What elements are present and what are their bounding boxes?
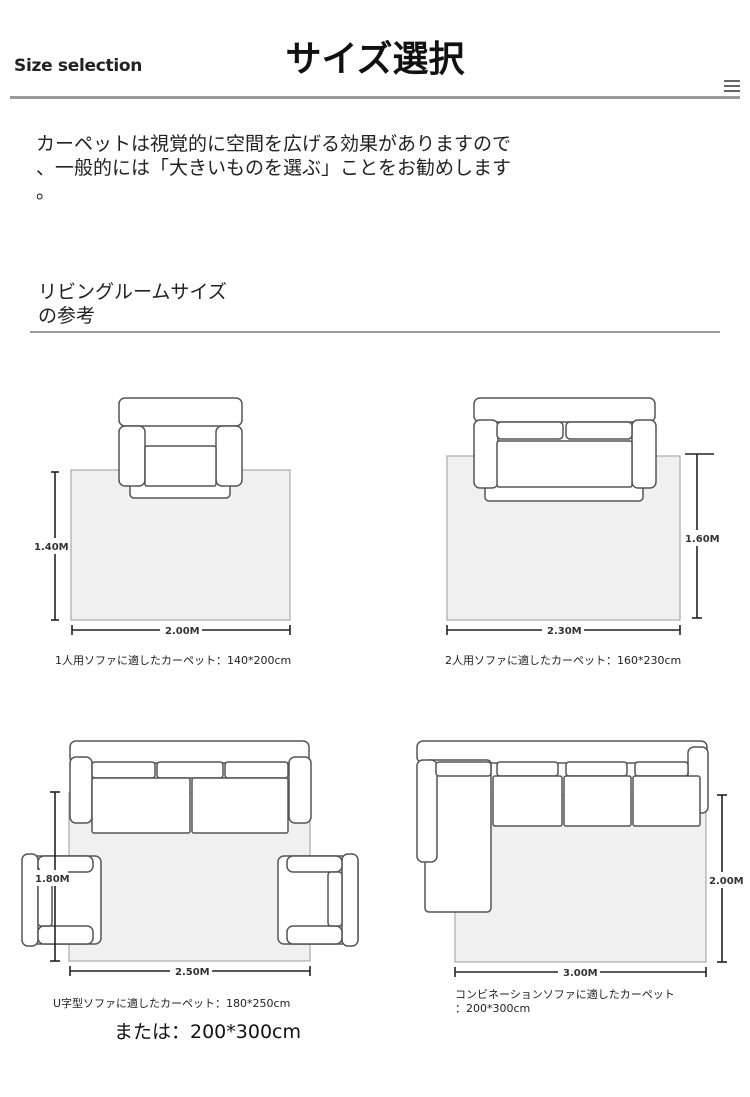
section-title-line: リビングルームサイズ	[38, 281, 227, 303]
u-sofa-icon	[69, 740, 312, 834]
diagram-u-shape-sofa: 1.80M 2.50M	[21, 740, 359, 979]
intro-line: 、一般的には「大きいものを選ぶ」ことをお勧めします	[36, 157, 512, 179]
caption-single-sofa: 1人用ソファに適したカーペット：140*200cm	[55, 654, 292, 667]
alternative-size-text: または：200*300cm	[114, 1021, 301, 1043]
height-label: 1.40M	[34, 542, 69, 553]
intro-text: カーペットは視覚的に空間を広げる効果がありますので 、一般的には「大きいものを選…	[36, 132, 576, 204]
diagram-two-seat-sofa: 1.60M 2.30M	[446, 397, 722, 638]
diagram-single-sofa: 1.40M 2.00M	[30, 397, 291, 638]
single-sofa-icon	[118, 397, 243, 499]
right-armchair-icon	[277, 853, 359, 947]
diagram-combination-sofa: 2.00M 3.00M	[416, 740, 750, 980]
section-title: リビングルームサイズ の参考	[38, 280, 278, 328]
caption-two-seat-sofa: 2人用ソファに適したカーペット：160*230cm	[445, 654, 682, 667]
caption-line: ：200*300cm	[455, 1002, 531, 1015]
combination-sofa-icon	[416, 740, 709, 913]
section-title-line: の参考	[38, 305, 96, 327]
section-divider	[30, 331, 720, 333]
page-title: サイズ選択	[285, 39, 465, 80]
width-label: 2.30M	[547, 626, 582, 637]
width-label: 3.00M	[563, 968, 598, 979]
left-armchair-icon	[21, 853, 102, 947]
width-label: 2.00M	[165, 626, 200, 637]
header-divider	[10, 96, 740, 99]
caption-combination-sofa: コンビネーションソファに適したカーペット ：200*300cm	[455, 988, 675, 1016]
caption-line: コンビネーションソファに適したカーペット	[455, 988, 675, 1001]
height-label: 2.00M	[709, 876, 744, 887]
intro-line: カーペットは視覚的に空間を広げる効果がありますので	[36, 133, 512, 155]
height-label: 1.80M	[35, 874, 70, 885]
caption-u-shape-sofa: U字型ソファに適したカーペット：180*250cm	[53, 997, 291, 1010]
two-seat-sofa-icon	[473, 397, 657, 502]
menu-icon[interactable]	[724, 80, 740, 92]
intro-line: 。	[36, 181, 56, 203]
size-selection-label: Size selection	[14, 56, 143, 76]
height-label: 1.60M	[685, 534, 720, 545]
width-label: 2.50M	[175, 967, 210, 978]
